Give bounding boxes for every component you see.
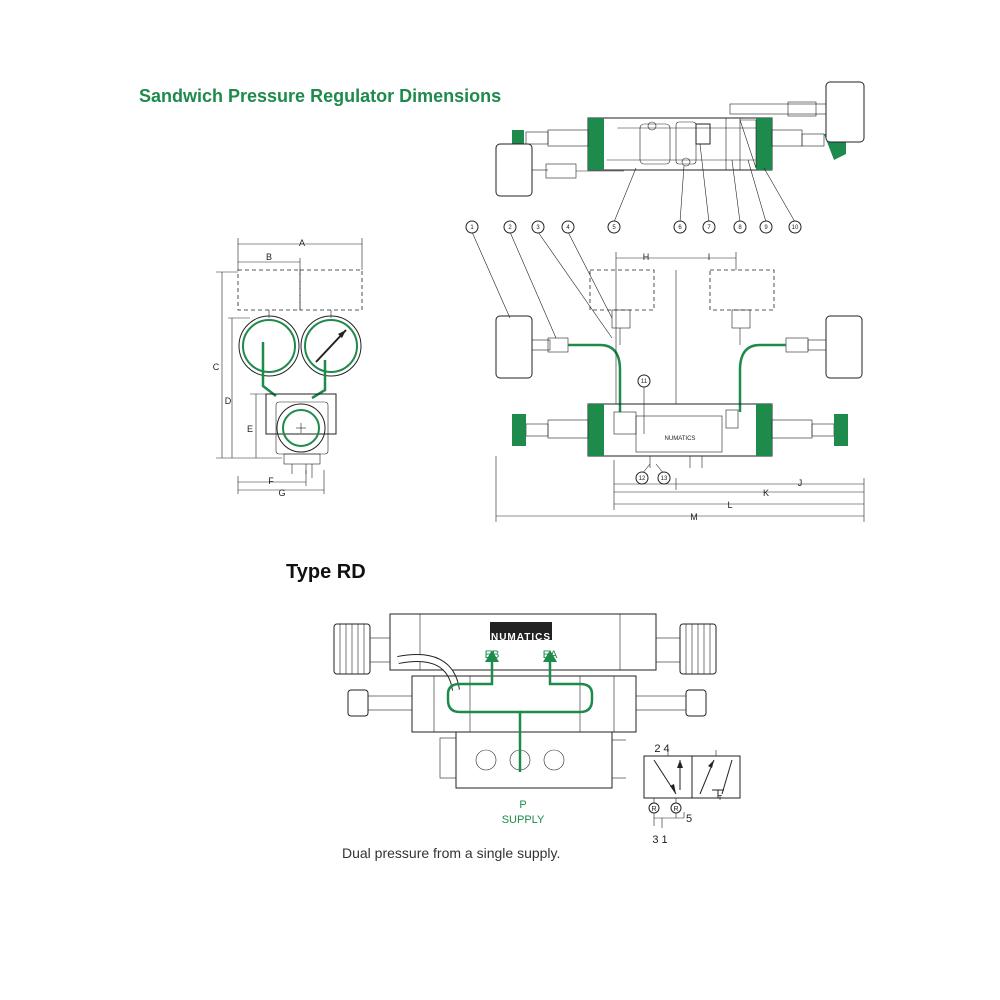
port-label-eb: EB [485,649,500,661]
valve-brand-label: NUMATICS [491,632,551,643]
callout-13: 13 [657,471,671,485]
top-view-drawing [495,81,865,223]
callout-6: 6 [673,220,687,234]
symbol-t: T [718,795,723,802]
callout-10: 10 [788,220,802,234]
callout-11: 11 [637,374,651,388]
dim-label-d: D [225,396,232,406]
callout-9: 9 [759,220,773,234]
dim-label-f: F [268,476,274,486]
callout-1: 1 [465,220,479,234]
svg-text:12: 12 [639,476,646,482]
svg-text:2: 2 [508,225,512,231]
svg-text:6: 6 [678,225,682,231]
callout-4: 4 [561,220,575,234]
diagram-caption: Dual pressure from a single supply. [342,845,560,861]
symbol-label-3-1: 3 1 [652,834,667,846]
svg-text:5: 5 [612,225,616,231]
port-label-supply: SUPPLY [502,814,545,826]
callout-7: 7 [702,220,716,234]
dim-label-l: L [727,500,732,510]
dim-label-h: H [643,252,650,262]
dim-label-e: E [247,424,253,434]
dim-label-g: G [278,488,285,498]
pneumatic-symbol [643,750,741,828]
page-title: Sandwich Pressure Regulator Dimensions [139,86,501,106]
dim-label-m: M [690,512,698,522]
dim-label-b: B [266,252,272,262]
dim-label-k: K [763,488,769,498]
symbol-r-left: R [651,806,656,813]
svg-text:13: 13 [661,476,668,482]
svg-text:4: 4 [566,225,570,231]
callout-3: 3 [531,220,545,234]
type-rd-valve-drawing [333,613,717,789]
svg-text:1: 1 [470,225,474,231]
dim-label-i: I [708,252,711,262]
callout-5: 5 [607,220,621,234]
symbol-label-2-4: 2 4 [654,743,669,755]
end-view-drawing [216,238,363,494]
front-view-drawing [471,231,865,522]
section-title: Type RD [286,561,366,583]
callout-2: 2 [503,220,517,234]
svg-text:9: 9 [764,225,768,231]
callout-8: 8 [733,220,747,234]
svg-text:11: 11 [641,379,648,385]
svg-text:7: 7 [707,225,711,231]
callout-12: 12 [635,471,649,485]
svg-text:8: 8 [738,225,742,231]
svg-text:3: 3 [536,225,540,231]
dim-label-j: J [798,478,803,488]
svg-text:10: 10 [792,225,799,231]
front-view-brand: NUMATICS [665,436,696,442]
symbol-label-5: 5 [686,813,692,825]
port-label-p: P [519,799,526,811]
port-label-ea: EA [543,649,558,661]
dim-label-c: C [213,362,220,372]
dim-label-a: A [299,238,305,248]
symbol-r-right: R [673,806,678,813]
